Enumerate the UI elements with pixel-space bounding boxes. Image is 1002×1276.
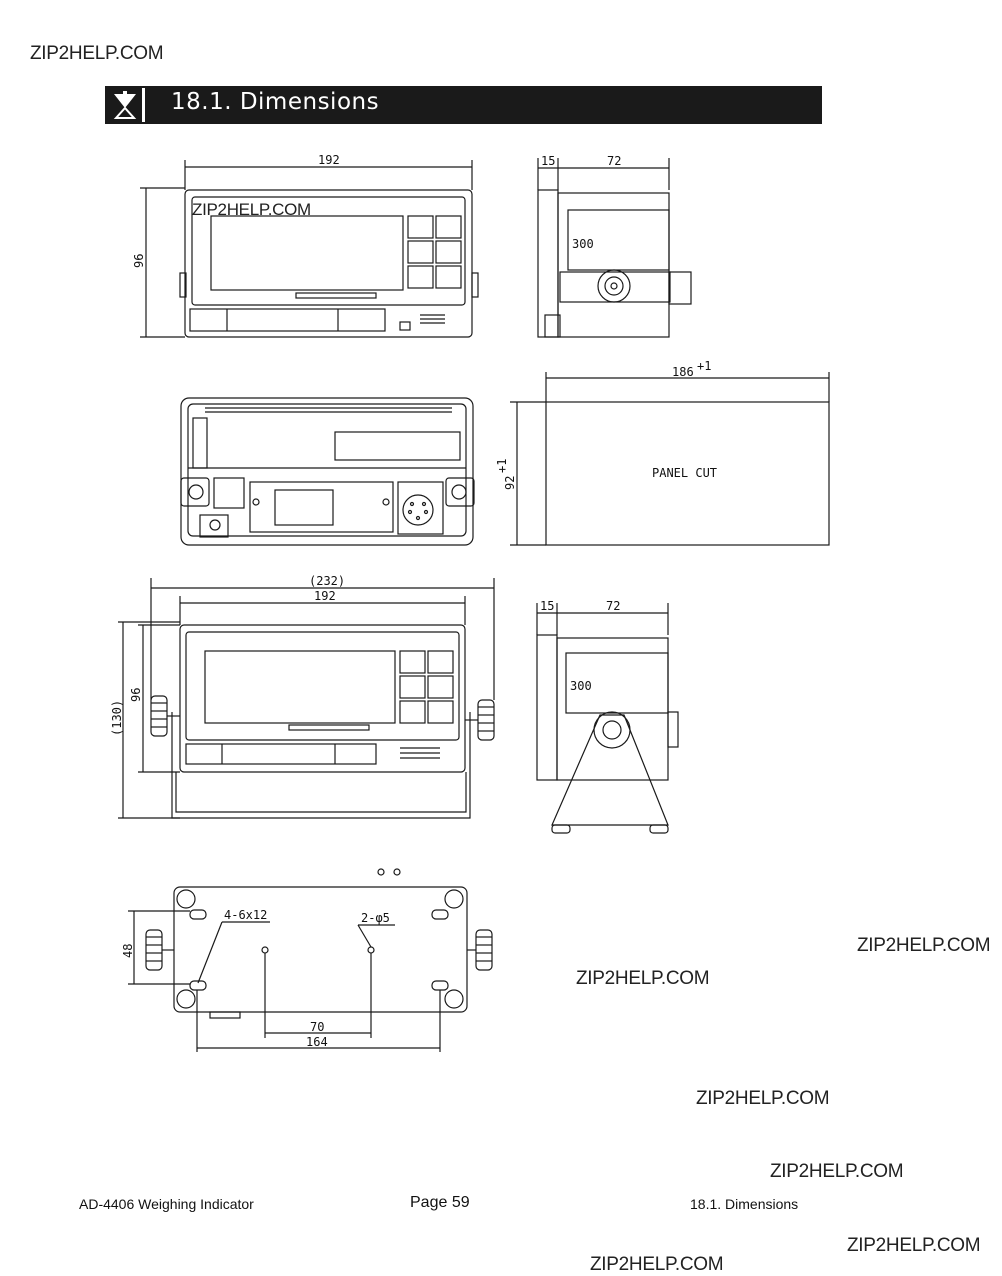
dim-panel-height-tol: +1 [495,459,509,473]
dim-panel-width: 186 [672,365,694,379]
section-marker-icon [108,88,145,122]
watermark-text: ZIP2HELP.COM [590,1254,724,1275]
dim-bottom-depth: 48 [121,944,135,958]
front-view: 192 96 [132,153,479,338]
dim-bottom-hole-spacing: 70 [310,1020,324,1034]
watermark-text: ZIP2HELP.COM [696,1088,830,1109]
dim-stand-side-depth: 72 [606,599,620,613]
watermark-text: ZIP2HELP.COM [857,935,991,956]
side-label-glyph: 300 [570,679,592,693]
dim-bottom-slot: 4-6x12 [224,908,267,922]
watermark-text: ZIP2HELP.COM [30,43,164,64]
footer-page-number: Page 59 [410,1194,470,1211]
dim-stand-side-front: 15 [540,599,554,613]
dim-front-height: 96 [132,254,146,268]
section-header: 18.1. Dimensions [105,86,822,124]
dim-stand-front-width: 192 [314,589,336,603]
panel-cut-label: PANEL CUT [652,466,717,480]
footer-left: AD-4406 Weighing Indicator [79,1196,254,1212]
rear-view [180,397,475,546]
watermark-text: ZIP2HELP.COM [576,968,710,989]
dim-front-width: 192 [318,153,340,167]
stand-front-view: (232) 192 (130) 96 [110,574,495,819]
side-label-glyph: 300 [572,237,594,251]
watermark-text: ZIP2HELP.COM [847,1235,981,1256]
dim-panel-height: 92 [503,476,517,490]
side-view: 15 72 300 [537,154,692,338]
watermark-text: ZIP2HELP.COM [770,1161,904,1182]
footer-right: 18.1. Dimensions [690,1196,799,1212]
watermark-text: ZIP2HELP.COM [192,200,311,219]
stand-side-view: 15 72 300 [536,599,679,834]
dim-side-depth: 72 [607,154,621,168]
dim-bottom-hole: 2-φ5 [361,911,390,925]
dim-panel-width-tol: +1 [697,359,711,373]
bottom-view: 48 4-6x12 2-φ5 70 164 [121,868,493,1052]
panel-cut-view: 186 +1 92 +1 PANEL CUT [495,359,830,546]
dim-bottom-slot-spacing: 164 [306,1035,328,1049]
dim-stand-height: (130) [110,700,124,736]
dim-side-front: 15 [541,154,555,168]
dim-stand-front-height: 96 [129,688,143,702]
section-title: 18.1. Dimensions [171,89,380,115]
dim-stand-width: (232) [309,574,345,588]
